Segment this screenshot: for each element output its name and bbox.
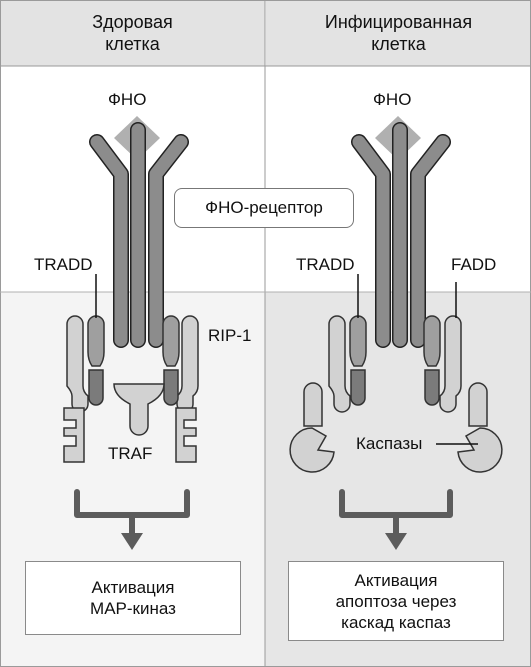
healthy-rip1-label: RIP-1 xyxy=(208,326,252,345)
healthy-tnf-label: ФНО xyxy=(108,90,147,109)
infected-adaptor-proteins xyxy=(289,315,503,473)
infected-arrow xyxy=(339,489,453,538)
healthy-adaptor-proteins xyxy=(63,315,199,463)
infected-fadd-label: FADD xyxy=(451,255,497,274)
healthy-tradd-label: TRADD xyxy=(34,255,93,274)
infected-cell-title: Инфицированная клетка xyxy=(266,0,531,66)
tnf-receptor-label: ФНО-рецептор xyxy=(174,188,354,228)
healthy-traf-label: TRAF xyxy=(108,444,153,463)
healthy-cell-title: Здоровая клетка xyxy=(0,0,265,66)
infected-caspases-label: Каспазы xyxy=(356,434,423,453)
healthy-result-box: Активация MAP-киназ xyxy=(25,561,241,635)
infected-receptor xyxy=(351,116,451,348)
healthy-receptor xyxy=(89,116,189,348)
infected-tnf-label: ФНО xyxy=(373,90,412,109)
infected-result-box: Активация апоптоза через каскад каспаз xyxy=(288,561,504,641)
infected-tradd-label: TRADD xyxy=(296,255,355,274)
healthy-arrow xyxy=(74,489,190,538)
